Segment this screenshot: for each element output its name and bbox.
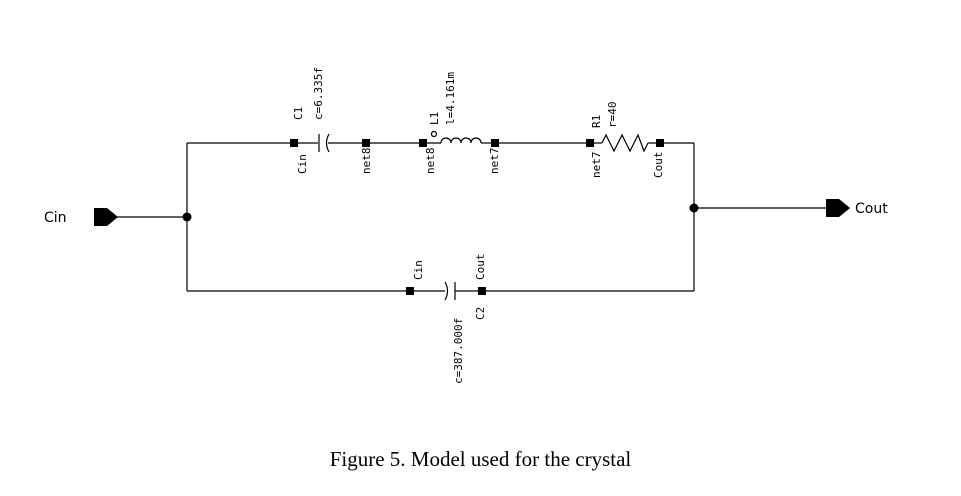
l1-pin-left [419,139,427,147]
junction-left [182,212,192,222]
l1-name: L1 [428,112,441,125]
resistor-r1: R1 r=40 net7 Cout [586,102,665,179]
inductor-l1: L1 l=4.161m net8 net7 [419,72,501,174]
r1-zigzag [601,133,649,153]
input-port-label: Cin [44,210,67,226]
l1-pin-left-label: net8 [424,148,437,175]
c1-name: C1 [292,107,305,120]
r1-pin-right-label: Cout [652,152,665,179]
l1-pin-right [491,139,499,147]
c1-pin-left [290,139,298,147]
c1-plate-right [325,133,330,153]
r1-name: R1 [590,115,603,128]
input-port-arrow-icon [94,208,118,226]
c1-pin-right-label: net8 [360,148,373,175]
figure-caption: Figure 5. Model used for the crystal [329,447,632,471]
c2-pin-left-label: Cin [412,260,425,280]
r1-pin-left-label: net7 [590,152,603,179]
c2-plate-left [444,281,449,301]
output-port: Cout [826,199,888,217]
input-port: Cin [44,208,118,226]
l1-value: l=4.161m [444,72,457,125]
output-port-arrow-icon [826,199,850,217]
l1-coil [440,137,482,144]
l1-pin-right-label: net7 [488,148,501,175]
l1-polarity-dot [430,130,438,138]
crystal-model-schematic: Cin Cout C1 c=6.335f Cin net8 L1 l=4.161… [44,67,888,384]
output-port-label: Cout [855,201,888,217]
capacitor-c2: Cin Cout c=387.000f C2 [406,254,487,384]
c2-pin-left [406,287,414,295]
r1-pin-left [586,139,594,147]
c1-pin-right [362,139,370,147]
junction-right [689,203,699,213]
c1-value: c=6.335f [312,67,325,120]
wires [117,142,826,292]
c2-pin-right-label: Cout [474,254,487,281]
c2-pin-right [478,287,486,295]
capacitor-c1: C1 c=6.335f Cin net8 [290,67,373,174]
r1-pin-right [656,139,664,147]
r1-value: r=40 [606,102,619,129]
c1-pin-left-label: Cin [296,154,309,174]
c2-name: C2 [474,307,487,320]
c2-value: c=387.000f [452,318,465,384]
